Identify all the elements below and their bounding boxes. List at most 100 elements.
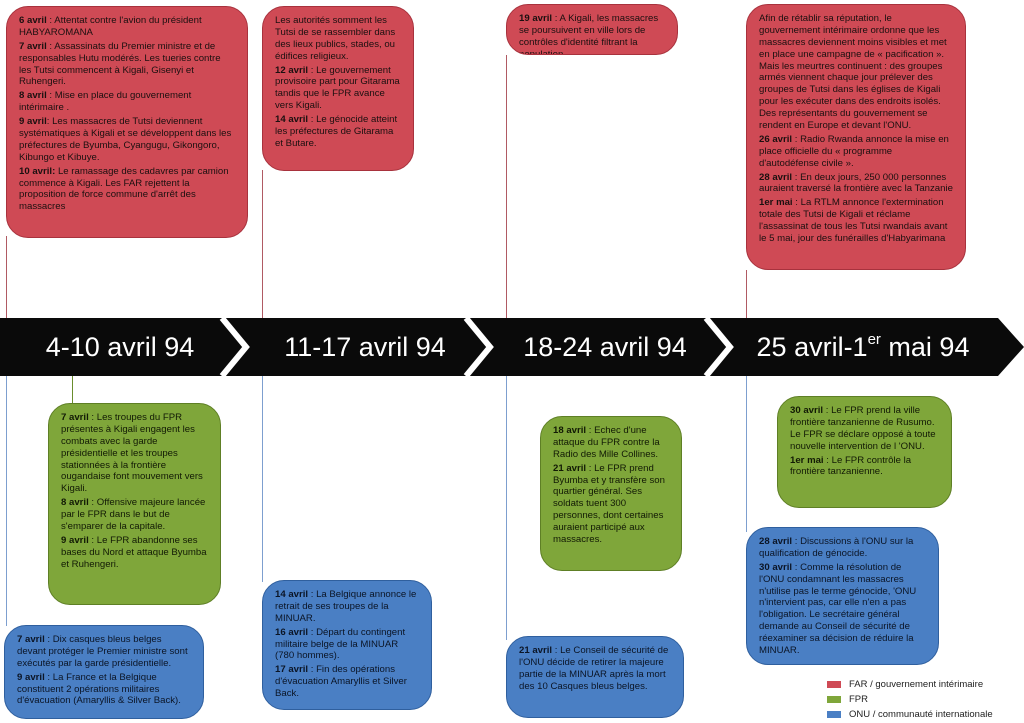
- onu-event-box-week4: 28 avril : Discussions à l'ONU sur la qu…: [746, 527, 939, 665]
- legend-item-onu: ONU / communauté internationale: [827, 709, 993, 720]
- event-entry: 28 avril : En deux jours, 250 000 person…: [759, 172, 953, 196]
- event-date: 9 avril: [61, 534, 89, 546]
- event-text: : A Kigali, les massacres se poursuivent…: [519, 13, 659, 55]
- event-text: : Radio Rwanda annonce la mise en place …: [759, 133, 949, 169]
- event-entry: 14 avril : La Belgique annonce le retrai…: [275, 589, 419, 625]
- event-text: : Attentat contre l'avion du président H…: [19, 15, 202, 38]
- event-entry: 8 avril : Offensive majeure lancée par l…: [61, 497, 208, 533]
- connector-line: [72, 372, 73, 404]
- event-date: 16 avril: [275, 626, 309, 638]
- event-text: Afin de rétablir sa réputation, le gouve…: [759, 13, 947, 132]
- event-text: : Comme la résolution de l'ONU condamnan…: [759, 561, 917, 657]
- event-entry: 7 avril : Les troupes du FPR présentes à…: [61, 412, 208, 495]
- event-date: 14 avril: [275, 589, 309, 600]
- far-event-box-week3: 19 avril : A Kigali, les massacres se po…: [506, 4, 678, 55]
- event-entry: 18 avril : Echec d'une attaque du FPR co…: [553, 425, 669, 461]
- event-text: : Les troupes du FPR présentes à Kigali …: [61, 412, 203, 495]
- legend-swatch: [827, 695, 841, 703]
- period-label-1: 4-10 avril 94: [45, 332, 195, 362]
- event-date: 7 avril: [17, 634, 45, 645]
- event-date: 21 avril: [553, 462, 587, 474]
- connector-line: [746, 270, 747, 322]
- event-entry: 8 avril : Mise en place du gouvernement …: [19, 90, 235, 114]
- event-entry: 7 avril : Dix casques bleus belges devan…: [17, 634, 191, 670]
- event-entry: 14 avril : Le génocide atteint les préfe…: [275, 114, 401, 150]
- event-text: : Le FPR contrôle la frontière tanzanien…: [790, 454, 912, 478]
- event-date: 8 avril: [61, 497, 89, 509]
- event-date: 19 avril: [519, 13, 553, 24]
- far-event-box-week4: Afin de rétablir sa réputation, le gouve…: [746, 4, 966, 270]
- event-text: : Départ du contingent militaire belge d…: [275, 626, 406, 662]
- event-date: 9 avril: [19, 116, 47, 128]
- event-text: Le ramassage des cadavres par camion com…: [19, 165, 229, 213]
- connector-line: [262, 372, 263, 582]
- event-date: 21 avril: [519, 645, 553, 656]
- event-text: : Assassinats du Premier ministre et de …: [19, 40, 221, 88]
- event-text: : Le génocide atteint les préfectures de…: [275, 114, 398, 149]
- connector-line: [506, 372, 507, 640]
- event-date: 26 avril: [759, 133, 793, 145]
- event-entry: 7 avril : Assassinats du Premier ministr…: [19, 41, 235, 89]
- event-entry: 30 avril : Le FPR prend la ville frontiè…: [790, 405, 939, 453]
- event-date: 7 avril: [61, 412, 89, 423]
- event-date: 7 avril: [19, 40, 47, 52]
- far-event-box-week1: 6 avril : Attentat contre l'avion du pré…: [6, 6, 248, 238]
- connector-line: [6, 372, 7, 626]
- fpr-event-box-week3: 18 avril : Echec d'une attaque du FPR co…: [540, 416, 682, 571]
- onu-event-box-week3: 21 avril : Le Conseil de sécurité de l'O…: [506, 636, 684, 718]
- event-date: 12 avril: [275, 64, 309, 76]
- event-entry: 26 avril : Radio Rwanda annonce la mise …: [759, 134, 953, 170]
- far-event-box-week2: Les autorités somment les Tutsi de se ra…: [262, 6, 414, 171]
- period-label-3: 18-24 avril 94: [523, 332, 687, 362]
- event-date: 8 avril: [19, 90, 47, 102]
- event-text: : Mise en place du gouvernement intérima…: [19, 90, 192, 114]
- legend-item-fpr: FPR: [827, 694, 868, 705]
- event-text: : Le Conseil de sécurité de l'ONU décide…: [519, 645, 669, 692]
- event-entry: 9 avril : La France et la Belgique const…: [17, 672, 191, 708]
- event-entry: 16 avril : Départ du contingent militair…: [275, 627, 419, 663]
- event-text: : Echec d'une attaque du FPR contre la R…: [553, 425, 660, 460]
- event-date: 1er mai: [759, 197, 793, 209]
- event-date: 28 avril: [759, 171, 793, 183]
- event-entry: Les autorités somment les Tutsi de se ra…: [275, 15, 401, 63]
- event-date: 9 avril: [17, 671, 45, 683]
- event-entry: 9 avril: Les massacres de Tutsi devienne…: [19, 116, 235, 164]
- event-entry: 1er mai : Le FPR contrôle la frontière t…: [790, 455, 939, 479]
- event-entry: 19 avril : A Kigali, les massacres se po…: [519, 13, 665, 55]
- event-text: : Le FPR abandonne ses bases du Nord et …: [61, 534, 207, 570]
- event-entry: 6 avril : Attentat contre l'avion du pré…: [19, 15, 235, 39]
- onu-event-box-week2: 14 avril : La Belgique annonce le retrai…: [262, 580, 432, 710]
- event-entry: Afin de rétablir sa réputation, le gouve…: [759, 13, 953, 132]
- event-text: : La Belgique annonce le retrait de ses …: [275, 589, 417, 624]
- event-text: : Discussions à l'ONU sur la qualificati…: [759, 536, 914, 559]
- event-date: 28 avril: [759, 536, 793, 547]
- event-text: : La RTLM annonce l'extermination totale…: [759, 197, 948, 245]
- event-text: Les autorités somment les Tutsi de se ra…: [275, 15, 396, 62]
- legend-item-far: FAR / gouvernement intérimaire: [827, 679, 983, 690]
- connector-line: [506, 55, 507, 320]
- legend-swatch: [827, 680, 841, 688]
- event-text: : Le FPR prend la ville frontière tanzan…: [790, 405, 936, 452]
- event-entry: 28 avril : Discussions à l'ONU sur la qu…: [759, 536, 926, 560]
- event-date: 30 avril: [790, 405, 824, 416]
- event-date: 6 avril: [19, 15, 47, 26]
- event-text: : Le gouvernement provisoire part pour G…: [275, 64, 400, 112]
- event-text: : Offensive majeure lancée par le FPR da…: [61, 497, 206, 533]
- event-text: : Dix casques bleus belges devant protég…: [17, 634, 188, 669]
- event-text: : La France et la Belgique constituent 2…: [17, 671, 181, 707]
- connector-line: [262, 170, 263, 320]
- onu-event-box-week1: 7 avril : Dix casques bleus belges devan…: [4, 625, 204, 719]
- period-label-4: 25 avril-1er mai 94: [756, 331, 970, 362]
- event-entry: 9 avril : Le FPR abandonne ses bases du …: [61, 535, 208, 571]
- event-entry: 10 avril: Le ramassage des cadavres par …: [19, 166, 235, 214]
- event-entry: 21 avril : Le FPR prend Byumba et y tran…: [553, 463, 669, 546]
- fpr-event-box-week4: 30 avril : Le FPR prend la ville frontiè…: [777, 396, 952, 508]
- event-date: 30 avril: [759, 561, 793, 573]
- period-label-2: 11-17 avril 94: [284, 332, 446, 362]
- event-date: 10 avril:: [19, 165, 56, 177]
- timeline-band: [0, 318, 1024, 376]
- event-text: : Les massacres de Tutsi deviennent syst…: [19, 116, 232, 163]
- legend-swatch: [827, 710, 841, 718]
- event-date: 17 avril: [275, 664, 309, 676]
- fpr-event-box-week1: 7 avril : Les troupes du FPR présentes à…: [48, 403, 221, 605]
